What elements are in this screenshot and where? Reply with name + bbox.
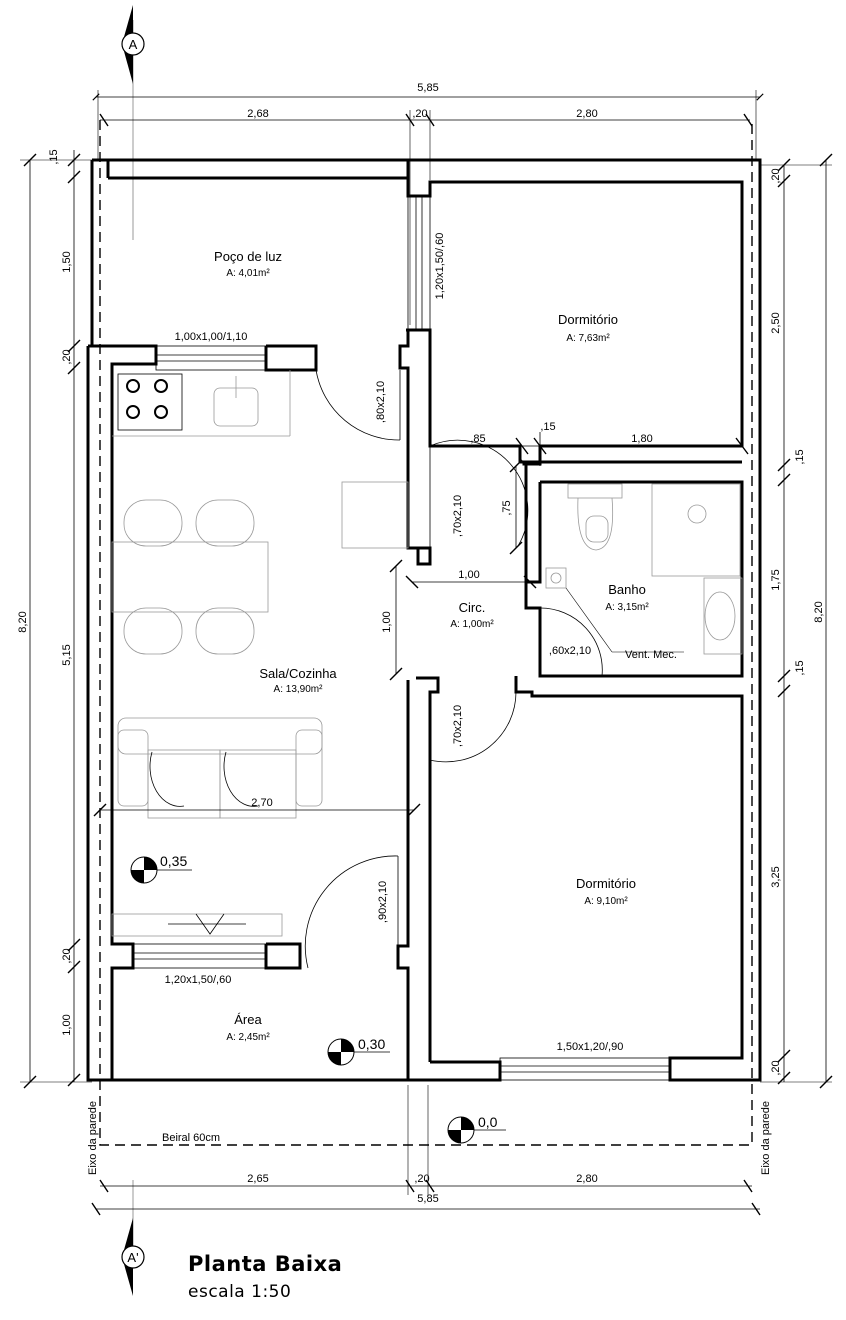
label-door-kitchen: ,80x2,10 xyxy=(375,381,387,423)
dim-left-total: 8,20 xyxy=(17,611,29,632)
room-area-area: A: 2,45m² xyxy=(226,1032,270,1043)
dim-int-85: ,85 xyxy=(470,433,485,445)
stove xyxy=(117,373,183,431)
room-sala-name: Sala/Cozinha xyxy=(259,666,337,681)
dim-int-100v: 1,00 xyxy=(381,611,393,632)
page-title: Planta Baixa xyxy=(188,1252,343,1276)
section-marker-top: A xyxy=(121,5,145,240)
dimensions-left xyxy=(20,150,92,1089)
dim-total-bottom: 5,85 xyxy=(417,1193,438,1205)
dim-top-right: 2,80 xyxy=(576,108,597,120)
dining-table xyxy=(111,541,269,613)
note-eixo-right: Eixo da parede xyxy=(760,1101,772,1175)
windows xyxy=(132,195,671,1081)
room-area-name: Área xyxy=(234,1012,262,1027)
sofa xyxy=(117,717,323,755)
room-sala-area: A: 13,90m² xyxy=(274,684,324,695)
window-dorm1 xyxy=(407,195,431,331)
room-poco-name: Poço de luz xyxy=(214,249,282,264)
dim-left-20b: ,20 xyxy=(61,948,73,963)
label-window-dorm2: 1,50x1,20/,90 xyxy=(557,1041,624,1053)
window-kitchen xyxy=(155,345,267,371)
room-dorm1-area: A: 7,63m² xyxy=(566,333,610,344)
level-sala: 0,35 xyxy=(160,853,187,869)
label-window-kitchen: 1,00x1,00/1,10 xyxy=(175,331,248,343)
bath-sink xyxy=(704,591,736,641)
dim-right-15b: ,15 xyxy=(794,660,806,675)
room-circ-area: A: 1,00m² xyxy=(450,619,494,630)
dim-right-175: 1,75 xyxy=(770,569,782,590)
door-kitchen-swing xyxy=(315,369,401,441)
label-door-area: ,90x2,10 xyxy=(377,881,389,923)
dim-left-150: 1,50 xyxy=(61,251,73,272)
label-window-area: 1,20x1,50/,60 xyxy=(165,974,232,986)
section-label-bottom: A' xyxy=(127,1250,138,1265)
fridge xyxy=(341,481,409,549)
dim-right-20a: ,20 xyxy=(770,168,782,183)
dimensions-top xyxy=(92,90,764,325)
dim-right-total: 8,20 xyxy=(813,601,825,622)
label-window-dorm1: 1,20x1,50/,60 xyxy=(434,233,446,300)
shower xyxy=(651,483,741,577)
window-area xyxy=(132,943,267,969)
room-banho-name: Banho xyxy=(608,582,646,597)
room-poco-area: A: 4,01m² xyxy=(226,268,270,279)
room-dorm2-name: Dormitório xyxy=(576,876,636,891)
window-dorm2 xyxy=(499,1057,671,1081)
dim-left-20a: ,20 xyxy=(61,349,73,364)
room-dorm2-area: A: 9,10m² xyxy=(584,896,628,907)
door-area-swing xyxy=(304,855,399,969)
level-marker-sala xyxy=(130,856,192,884)
label-door-dorm1: ,70x2,10 xyxy=(452,495,464,537)
label-vent: Vent. Mec. xyxy=(625,649,677,661)
level-area: 0,30 xyxy=(358,1036,385,1052)
dim-right-15a: ,15 xyxy=(794,449,806,464)
dim-left-15: ,15 xyxy=(48,149,60,164)
eave-outline xyxy=(99,120,753,1146)
dimensions-bottom xyxy=(91,1085,761,1216)
dim-right-325: 3,25 xyxy=(770,866,782,887)
door-dorm1-swing xyxy=(429,439,529,547)
walls xyxy=(86,158,762,1082)
vent xyxy=(545,567,567,589)
dim-bottom-mid: ,20 xyxy=(414,1173,429,1185)
dim-right-250: 2,50 xyxy=(770,312,782,333)
room-dorm1-name: Dormitório xyxy=(558,312,618,327)
section-marker-bottom: A' xyxy=(121,1180,145,1296)
dim-total-top: 5,85 xyxy=(417,82,438,94)
door-banho-swing xyxy=(539,607,603,677)
dim-top-left: 2,68 xyxy=(247,108,268,120)
toilet xyxy=(577,497,613,551)
dim-bottom-right: 2,80 xyxy=(576,1173,597,1185)
furniture xyxy=(111,370,743,937)
page-subtitle: escala 1:50 xyxy=(188,1282,292,1302)
dim-top-mid: ,20 xyxy=(412,108,427,120)
room-circ-name: Circ. xyxy=(459,600,486,615)
dim-bottom-left: 2,65 xyxy=(247,1173,268,1185)
note-eixo-left: Eixo da parede xyxy=(87,1101,99,1175)
note-beiral: Beiral 60cm xyxy=(162,1132,220,1144)
dim-int-100h: 1,00 xyxy=(458,569,479,581)
room-banho-area: A: 3,15m² xyxy=(605,602,649,613)
level-marker-ext xyxy=(447,1116,506,1144)
dim-int-180: 1,80 xyxy=(631,433,652,445)
dim-int-75: ,75 xyxy=(501,500,513,515)
section-label-top: A xyxy=(129,37,138,52)
dim-int-270: 2,70 xyxy=(251,797,272,809)
dim-left-100: 1,00 xyxy=(61,1014,73,1035)
label-door-banho: ,60x2,10 xyxy=(549,645,591,657)
dimensions-right xyxy=(760,153,833,1089)
level-ext: 0,0 xyxy=(478,1114,498,1130)
dimensions-interior xyxy=(93,432,749,817)
doors xyxy=(304,369,603,969)
dim-right-20b: ,20 xyxy=(770,1060,782,1075)
level-marker-area xyxy=(327,1038,390,1066)
dim-left-515: 5,15 xyxy=(61,644,73,665)
dim-int-15: ,15 xyxy=(540,421,555,433)
label-door-dorm2: ,70x2,10 xyxy=(452,705,464,747)
door-dorm2-swing xyxy=(429,691,517,763)
